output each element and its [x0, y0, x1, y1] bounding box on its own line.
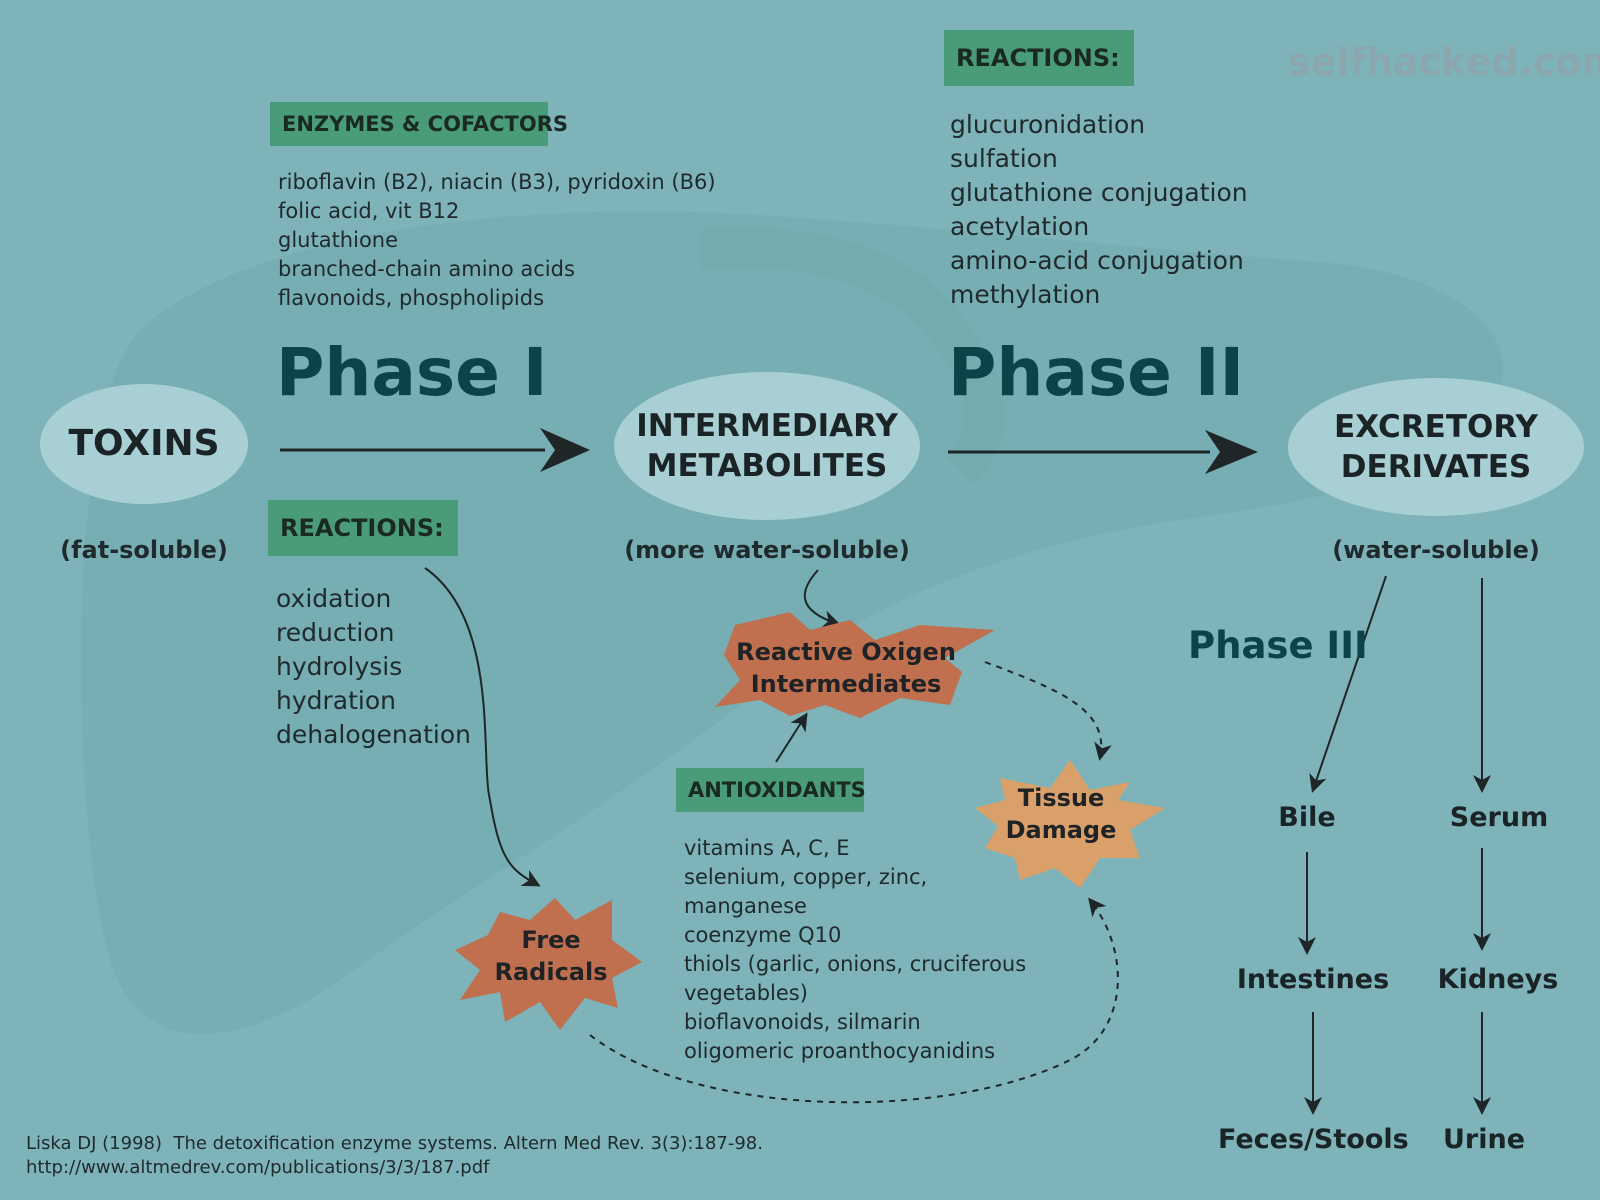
tissue-damage-line1: Tissue — [1017, 784, 1105, 812]
enzyme-item: folic acid, vit B12 — [278, 199, 460, 223]
roi-to-tissue-dotted-arrow — [984, 661, 1112, 761]
enzyme-item: flavonoids, phospholipids — [278, 286, 545, 310]
intermediary-line1: INTERMEDIARY — [636, 407, 898, 444]
phase2-reaction-item: acetylation — [950, 212, 1090, 241]
phase1-reactions-label: REACTIONS: — [268, 500, 458, 556]
antioxidant-item: vegetables) — [684, 981, 808, 1005]
intermediary-line2: METABOLITES — [646, 448, 888, 484]
tissue-damage-burst — [975, 760, 1165, 888]
bile-node: Bile — [1278, 802, 1336, 833]
excretory-derivates-node: EXCRETORY DERIVATES — [1288, 378, 1584, 516]
phase2-arrow — [948, 430, 1258, 474]
tissue-damage-line2: Damage — [1005, 816, 1117, 845]
phase2-reactions-label: REACTIONS: — [944, 30, 1134, 86]
phase2-reaction-item: glucuronidation — [950, 110, 1146, 139]
radicals-to-tissue-dotted-arrow — [589, 897, 1119, 1104]
citation: Liska DJ (1998) The detoxification enzym… — [26, 1132, 763, 1181]
antioxidant-item: selenium, copper, zinc, — [684, 865, 928, 889]
free-radicals-label: Free Radicals — [476, 924, 626, 989]
phase1-reaction-item: hydrolysis — [276, 652, 403, 681]
watermark: selfhacked.com — [1288, 40, 1600, 84]
urine-node: Urine — [1442, 1124, 1526, 1155]
phase2-reactions-list: glucuronidation sulfation glutathione co… — [950, 108, 1248, 312]
phase2-reaction-item: methylation — [950, 280, 1101, 309]
intermediary-solubility: (more water-soluble) — [624, 536, 910, 564]
toxins-solubility: (fat-soluble) — [60, 536, 228, 564]
toxins-node: TOXINS — [40, 384, 248, 504]
roi-line2: Intermediates — [750, 670, 942, 699]
phase1-reaction-item: dehalogenation — [276, 720, 471, 749]
tissue-damage-label: Tissue Damage — [996, 782, 1126, 847]
phase2-reaction-item: amino-acid conjugation — [950, 246, 1244, 275]
intermediary-to-roi-arrow — [803, 569, 841, 628]
free-radicals-line1: Free — [521, 926, 581, 954]
phase1-arrow — [280, 428, 590, 472]
intermediary-metabolites-node: INTERMEDIARY METABOLITES — [614, 372, 920, 520]
enzyme-item: riboflavin (B2), niacin (B3), pyridoxin … — [278, 170, 716, 194]
antioxidant-item: manganese — [684, 894, 807, 918]
excretory-line2: DERIVATES — [1340, 449, 1532, 485]
phase2-title: Phase II — [948, 334, 1245, 411]
feces-node: Feces/Stools — [1218, 1124, 1409, 1155]
excretory-solubility: (water-soluble) — [1332, 536, 1540, 564]
citation-line2: http://www.altmedrev.com/publications/3/… — [26, 1157, 490, 1179]
enzymes-cofactors-label: ENZYMES & COFACTORS — [270, 102, 568, 146]
enzyme-item: glutathione — [278, 228, 399, 252]
toxins-label: TOXINS — [68, 422, 220, 464]
antioxidants-list: vitamins A, C, E selenium, copper, zinc,… — [684, 834, 1026, 1066]
excretory-line1: EXCRETORY — [1334, 408, 1538, 445]
kidneys-node: Kidneys — [1437, 964, 1559, 995]
antioxidant-item: bioflavonoids, silmarin — [684, 1010, 921, 1034]
antioxidant-item: oligomeric proanthocyanidins — [684, 1039, 996, 1063]
phase2-reaction-item: sulfation — [950, 144, 1058, 173]
roi-burst — [715, 612, 995, 718]
phase2-reaction-item: glutathione conjugation — [950, 178, 1248, 207]
antioxidant-item: thiols (garlic, onions, cruciferous — [684, 952, 1027, 976]
phase1-reaction-item: oxidation — [276, 584, 392, 613]
reactions-to-radicals-arrow — [424, 567, 541, 887]
citation-line1: Liska DJ (1998) The detoxification enzym… — [26, 1133, 763, 1154]
enzymes-cofactors-list: riboflavin (B2), niacin (B3), pyridoxin … — [278, 168, 716, 313]
roi-line1: Reactive Oxigen — [736, 638, 956, 666]
serum-node: Serum — [1449, 802, 1549, 833]
enzyme-item: branched-chain amino acids — [278, 257, 575, 281]
phase1-title: Phase I — [276, 334, 548, 411]
free-radicals-burst — [455, 898, 642, 1030]
antioxidant-item: coenzyme Q10 — [684, 923, 842, 947]
to-bile-arrow — [1309, 575, 1387, 793]
roi-label: Reactive Oxigen Intermediates — [736, 636, 956, 701]
phase1-reaction-item: reduction — [276, 618, 395, 647]
intestines-node: Intestines — [1236, 964, 1390, 995]
antioxidant-item: vitamins A, C, E — [684, 836, 850, 860]
phase3-title: Phase III — [1188, 624, 1368, 667]
phase1-reactions-list: oxidation reduction hydrolysis hydration… — [276, 582, 471, 752]
phase1-reaction-item: hydration — [276, 686, 396, 715]
antioxidants-label: ANTIOXIDANTS — [676, 768, 866, 812]
free-radicals-line2: Radicals — [494, 958, 608, 987]
antioxidants-to-roi-arrow — [775, 712, 808, 763]
